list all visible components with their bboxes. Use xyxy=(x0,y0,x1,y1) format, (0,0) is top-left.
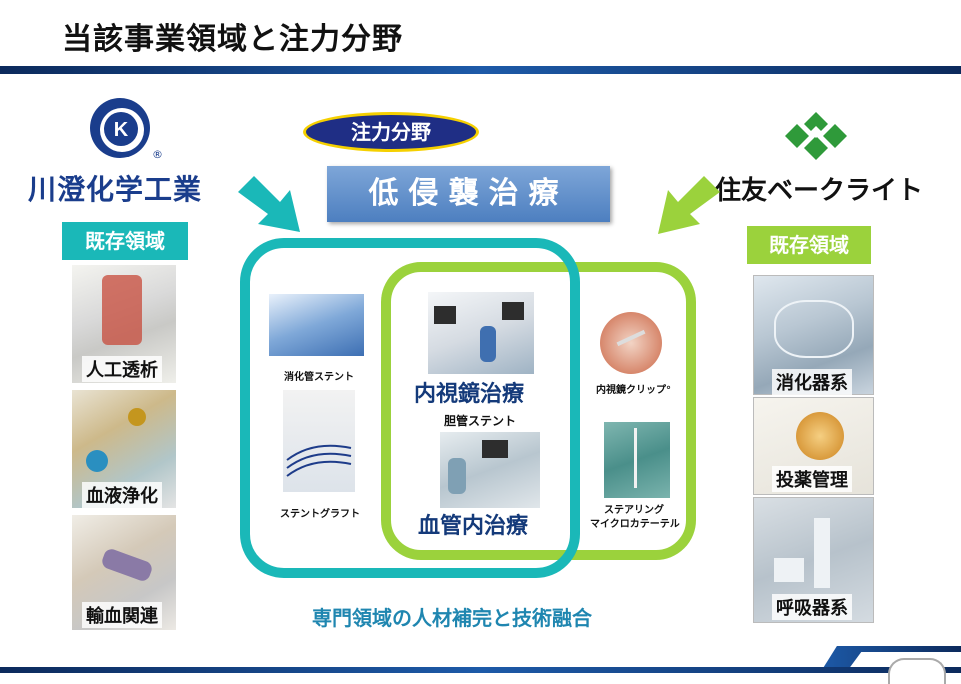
left-item-label: 輸血関連 xyxy=(82,602,162,628)
right-company-name: 住友ベークライト xyxy=(715,176,924,206)
svg-text:K: K xyxy=(114,119,129,141)
endoscopic-clip-image xyxy=(600,312,662,374)
right-circle-item-label: 内視鏡クリップ° xyxy=(596,385,671,396)
bile-stent-label: 胆管ステント xyxy=(444,414,517,428)
header-band xyxy=(0,66,961,74)
left-circle-item-label: ステントグラフト xyxy=(280,509,360,520)
left-existing-area-badge: 既存領域 xyxy=(62,222,188,260)
diamond-pattern-logo-icon xyxy=(785,112,847,160)
k-mark-logo-icon: K xyxy=(90,98,150,158)
vascular-scene-image xyxy=(440,432,540,508)
left-company-name: 川澄化学工業 xyxy=(28,173,203,206)
right-circle-item-label: マイクロカテーテル xyxy=(590,519,680,530)
bottom-message: 専門領域の人材補完と技術融合 xyxy=(312,606,592,630)
main-focus-title: 低侵襲治療 xyxy=(327,166,610,222)
right-item-label: 投薬管理 xyxy=(772,466,852,492)
footer-band xyxy=(0,667,961,673)
endoscopy-treatment-label: 内視鏡治療 xyxy=(414,382,525,407)
right-circle-item-label: ステアリング xyxy=(604,505,664,516)
registered-mark: ® xyxy=(152,148,163,161)
left-item-label: 人工透析 xyxy=(82,356,162,382)
right-item-label: 呼吸器系 xyxy=(772,594,852,620)
green-arrow-icon xyxy=(658,176,720,234)
right-item-label: 消化器系 xyxy=(772,369,852,395)
gi-stent-image xyxy=(269,294,364,356)
left-item-label: 血液浄化 xyxy=(82,482,162,508)
vascular-treatment-label: 血管内治療 xyxy=(418,514,529,539)
left-circle-item-label: 消化管ステント xyxy=(284,372,354,383)
endoscopy-scene-image xyxy=(428,292,534,374)
right-existing-area-badge: 既存領域 xyxy=(747,226,871,264)
teal-arrow-icon xyxy=(238,176,300,232)
page-number-tab xyxy=(888,658,946,684)
page-title: 当該事業領域と注力分野 xyxy=(62,22,403,57)
stent-graft-image xyxy=(283,390,355,492)
teal-frame xyxy=(240,238,580,578)
steering-microcatheter-image xyxy=(604,422,670,498)
focus-area-badge: 注力分野 xyxy=(303,112,479,152)
